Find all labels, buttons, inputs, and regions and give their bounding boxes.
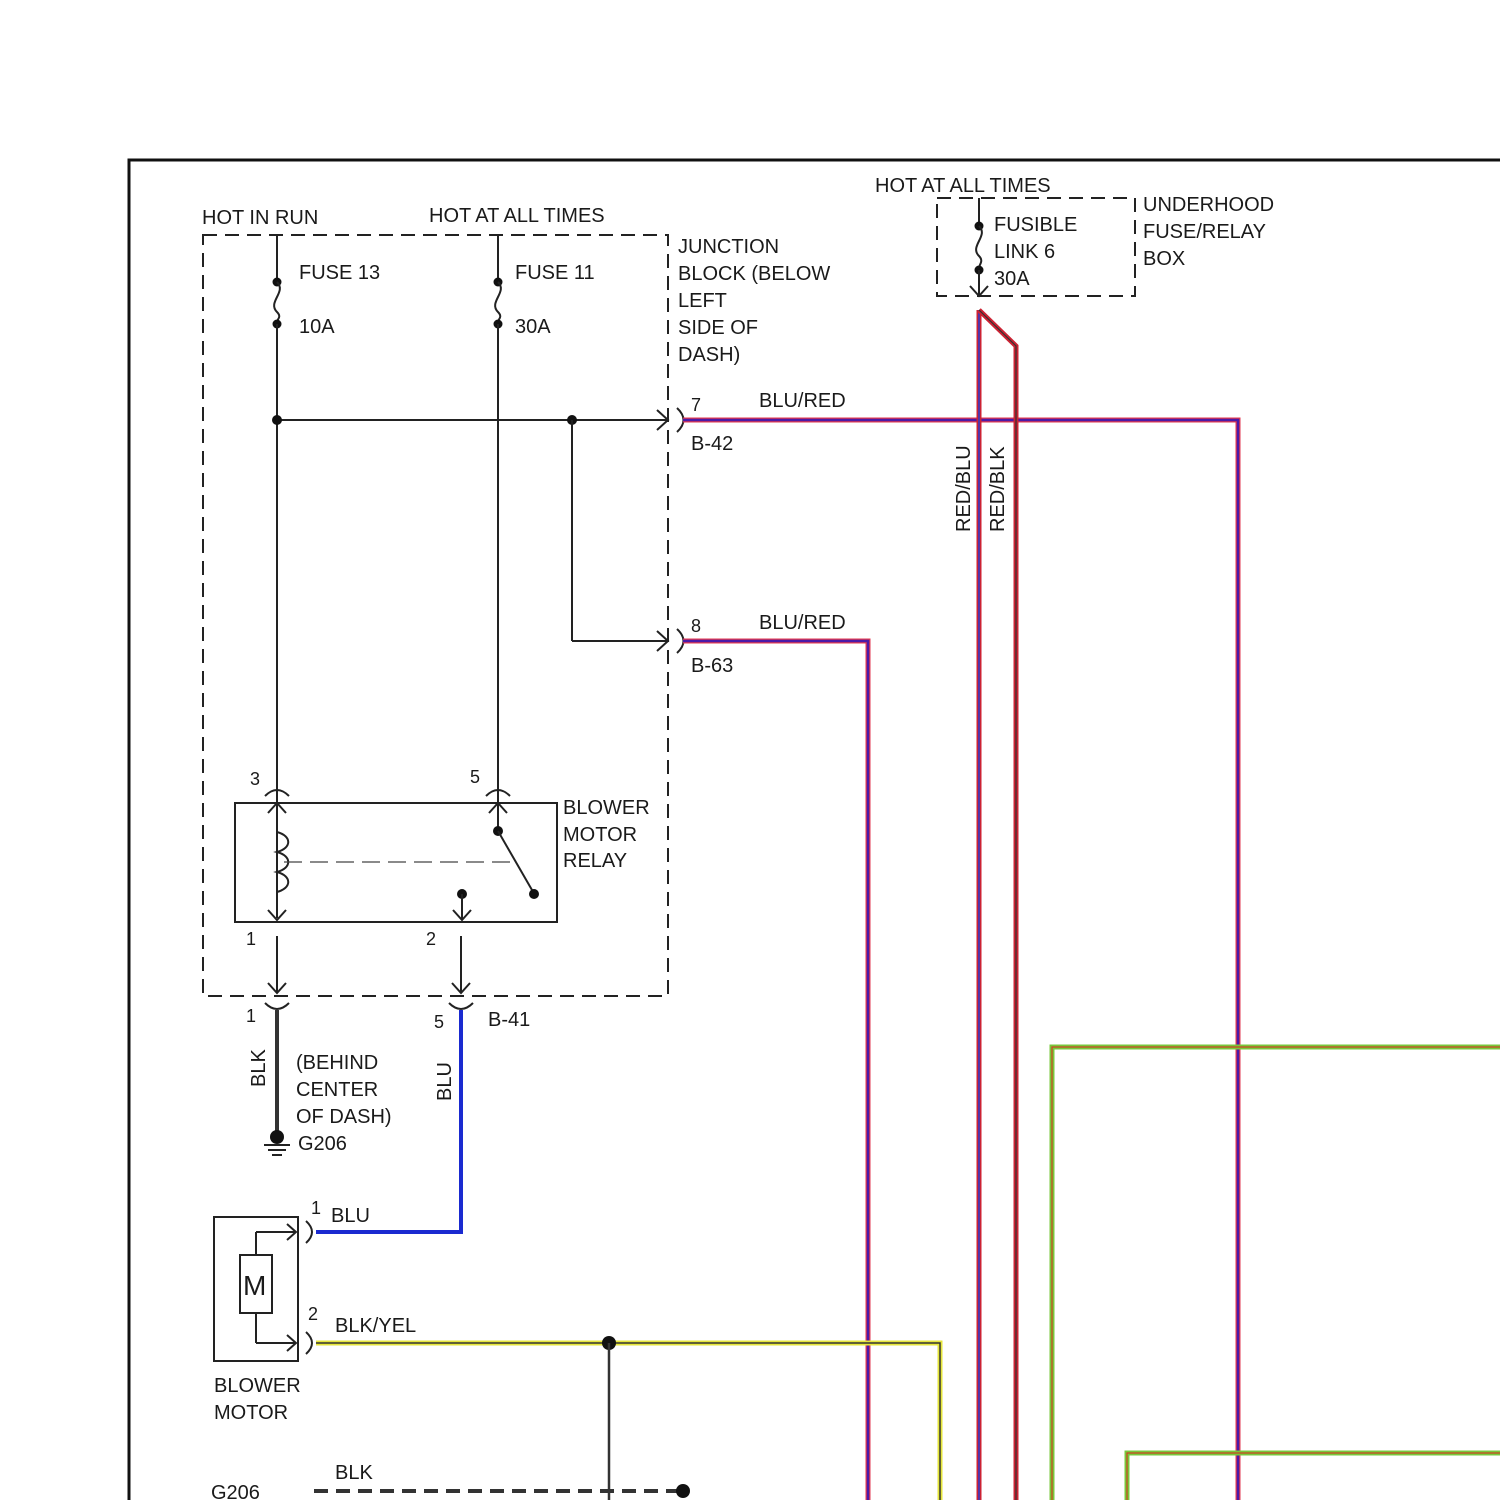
ground-location-line: CENTER	[296, 1079, 378, 1101]
relay-internals	[265, 790, 539, 920]
underhood-label-line: BOX	[1143, 248, 1185, 270]
fusible-link-6	[970, 198, 988, 296]
hot-in-run-label: HOT IN RUN	[202, 207, 318, 229]
fusible-link-rating: 30A	[994, 268, 1030, 290]
relay-pin-2: 2	[426, 929, 436, 949]
fusible-link-name-2: LINK 6	[994, 241, 1055, 263]
blk-bottom-wire-label: BLK	[335, 1462, 373, 1484]
fuse-11-name: FUSE 11	[515, 262, 595, 284]
relay-outputs	[268, 936, 470, 993]
connector-b63	[677, 629, 684, 653]
junction-block-label: JUNCTION BLOCK (BELOW LEFT SIDE OF DASH)	[678, 236, 830, 366]
b41-pin-5: 5	[434, 1012, 444, 1032]
internal-bus	[272, 410, 668, 651]
red-blu-wire-label: RED/BLU	[953, 445, 975, 532]
bottom-splice	[676, 1484, 690, 1498]
wire-blu-red-b42	[683, 420, 1238, 1500]
motor-symbol-letter: M	[243, 1270, 266, 1301]
underhood-label-line: FUSE/RELAY	[1143, 221, 1266, 243]
connector-b41	[265, 1003, 473, 1009]
relay-label-line: MOTOR	[563, 824, 637, 846]
ground-location-line: (BEHIND	[296, 1052, 378, 1074]
b63-wire-label: BLU/RED	[759, 612, 846, 634]
relay-pin-5: 5	[470, 767, 480, 787]
junction-block-box	[203, 235, 668, 996]
junction-label-line: JUNCTION	[678, 236, 779, 258]
blu-motor-wire-label: BLU	[331, 1205, 370, 1227]
wire-blu-red-b63	[683, 641, 868, 1500]
hot-at-all-times-label: HOT AT ALL TIMES	[429, 205, 605, 227]
wire-green-upper	[1052, 1047, 1500, 1500]
connector-b42	[677, 408, 684, 432]
junction-label-line: LEFT	[678, 290, 727, 312]
b41-pin-1: 1	[246, 1006, 256, 1026]
blk-ground-wire-label: BLK	[248, 1049, 270, 1087]
motor-pin-1: 1	[311, 1198, 321, 1218]
ground-name-bottom: G206	[211, 1482, 260, 1500]
fuse-13-name: FUSE 13	[299, 262, 380, 284]
underhood-label-line: UNDERHOOD	[1143, 194, 1274, 216]
blk-yel-wire-label: BLK/YEL	[335, 1315, 416, 1337]
fuse-11	[494, 235, 503, 790]
motor-pin-2: 2	[308, 1304, 318, 1324]
b63-pin: 8	[691, 616, 701, 636]
blu-vertical-wire-label: BLU	[434, 1062, 456, 1101]
junction-label-line: SIDE OF	[678, 317, 758, 339]
relay-pin-1: 1	[246, 929, 256, 949]
junction-label-line: BLOCK (BELOW	[678, 263, 830, 285]
wire-green-lower	[1127, 1453, 1500, 1500]
red-blk-wire-label: RED/BLK	[987, 446, 1009, 532]
motor-label-line: BLOWER	[214, 1375, 301, 1397]
diagram-frame	[129, 160, 1500, 1500]
relay-label-line: BLOWER	[563, 797, 650, 819]
b63-name: B-63	[691, 655, 733, 677]
ground-symbol	[264, 1130, 290, 1155]
b42-name: B-42	[691, 433, 733, 455]
fuse-13	[273, 235, 282, 790]
fusible-link-name-1: FUSIBLE	[994, 214, 1077, 236]
junction-label-line: DASH)	[678, 344, 740, 366]
ground-location-line: OF DASH)	[296, 1106, 392, 1128]
fuse-11-rating: 30A	[515, 316, 551, 338]
motor-label-line: MOTOR	[214, 1402, 288, 1424]
wire-blk-yel	[316, 1336, 940, 1500]
ground-name: G206	[298, 1133, 347, 1155]
b42-wire-label: BLU/RED	[759, 390, 846, 412]
relay-label-line: RELAY	[563, 850, 627, 872]
b42-pin: 7	[691, 395, 701, 415]
b41-name: B-41	[488, 1009, 530, 1031]
relay-pin-3: 3	[250, 769, 260, 789]
underhood-hot-label: HOT AT ALL TIMES	[875, 175, 1051, 197]
fuse-13-rating: 10A	[299, 316, 335, 338]
